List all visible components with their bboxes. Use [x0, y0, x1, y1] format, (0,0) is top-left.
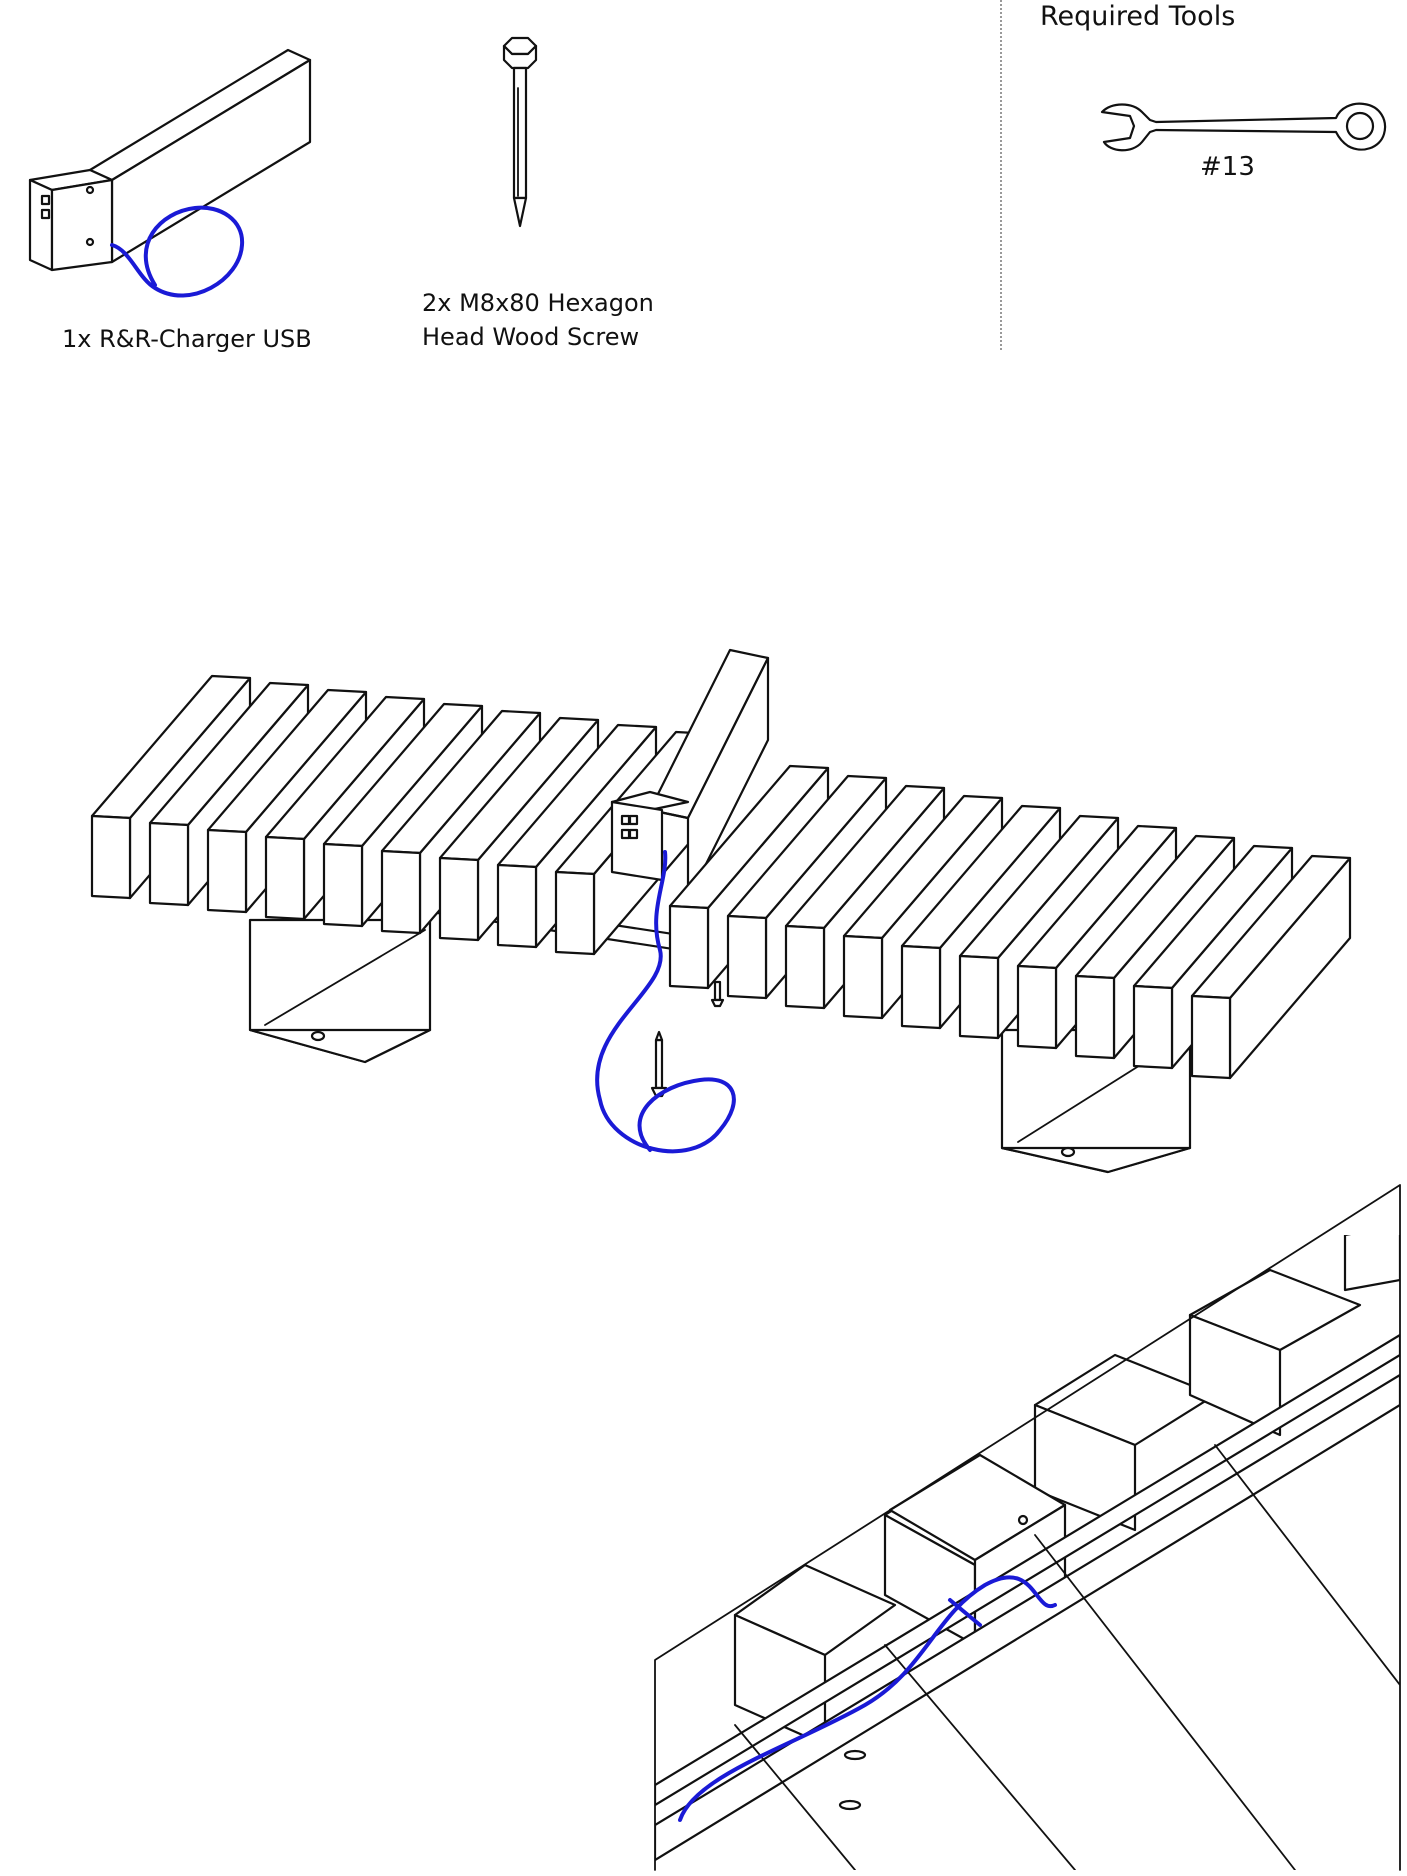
- bench-assembly-illustration: [90, 648, 1352, 1174]
- tools-heading: Required Tools: [1040, 1, 1236, 32]
- charger-label: 1x R&R-Charger USB: [62, 325, 312, 353]
- bench-slat: [1190, 854, 1352, 1080]
- screw-illustration: [502, 36, 538, 228]
- routed-cable: [678, 1575, 1057, 1822]
- underside-detail-illustration: [654, 1184, 1401, 1871]
- assembly-screw: [650, 1030, 668, 1098]
- charger-housing-beam: [610, 648, 770, 902]
- wrench-icon: [1100, 102, 1387, 152]
- wrench-size-label: #13: [1200, 152, 1255, 182]
- right-slats: [668, 764, 1352, 1080]
- charger-illustration: [28, 48, 312, 298]
- charger-cable: [595, 850, 736, 1154]
- screw-label-line1: 2x M8x80 Hexagon: [422, 289, 654, 317]
- section-divider: [1000, 0, 1002, 350]
- assembly-screw: [710, 980, 725, 1008]
- left-leg-bracket: [248, 918, 432, 1064]
- screw-label-line2: Head Wood Screw: [422, 323, 640, 351]
